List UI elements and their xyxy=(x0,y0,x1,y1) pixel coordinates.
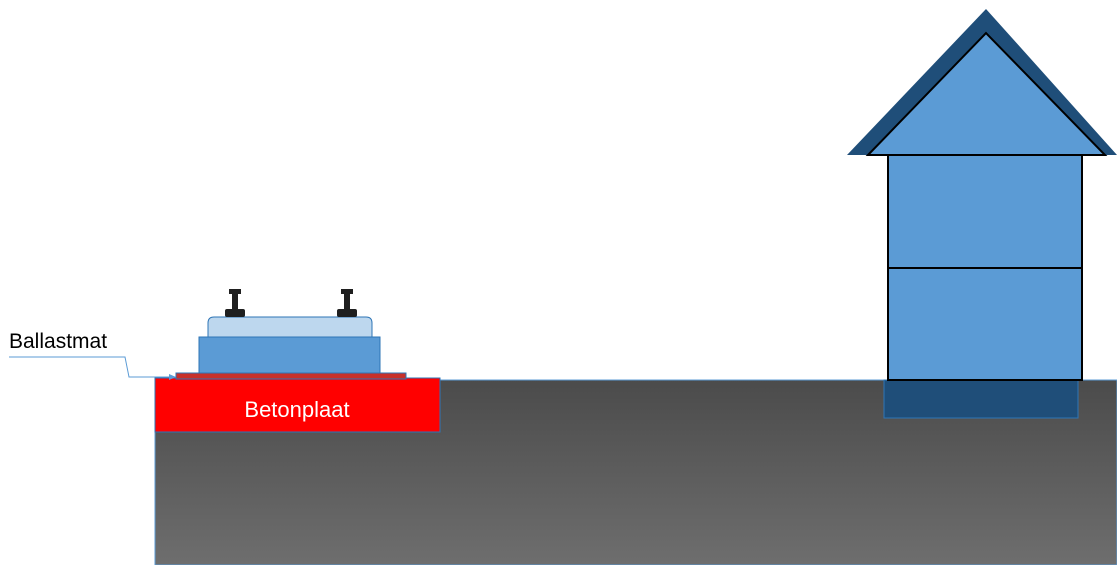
ballast-mat-leader-line xyxy=(9,356,176,378)
house-upper-floor xyxy=(887,154,1083,269)
ballast-mat-label: Ballastmat xyxy=(9,330,107,353)
concrete-slab xyxy=(154,377,441,433)
ballast-bed xyxy=(198,336,381,374)
house-roof-inner xyxy=(865,31,1108,156)
concrete-slab-label: Betonplaat xyxy=(244,397,349,422)
sleeper xyxy=(207,316,373,338)
house-lower-floor xyxy=(887,267,1083,381)
leader-arrowhead xyxy=(169,374,176,380)
house-foundation xyxy=(883,379,1079,419)
left-rail xyxy=(225,289,245,317)
house xyxy=(847,9,1117,419)
right-rail xyxy=(337,289,357,317)
ballast-mat xyxy=(175,372,407,380)
